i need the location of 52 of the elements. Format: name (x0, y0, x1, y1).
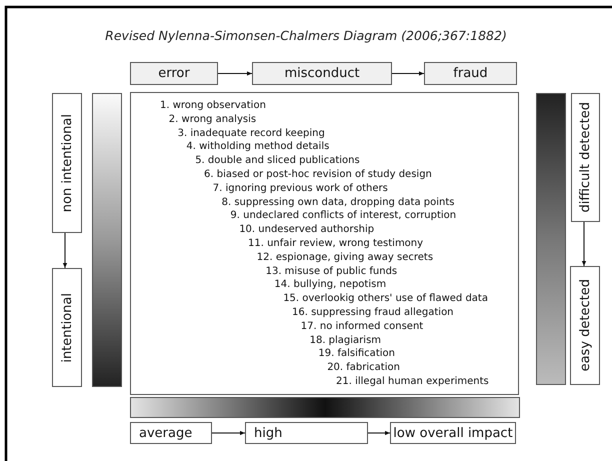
list-item: 11. unfair review, wrong testimony (248, 238, 424, 250)
vertical-label-box (52, 268, 82, 387)
list-box (130, 92, 519, 395)
list-item: 15. overlookig others' use of flawed data (283, 293, 488, 306)
list-item: 10. undeserved authorship (239, 224, 374, 236)
label-box (130, 62, 218, 85)
list-item: 4. witholding method details (186, 141, 330, 154)
arrow (392, 71, 424, 76)
gradient-bar (92, 93, 122, 387)
list-item: 20. fabrication (327, 362, 400, 374)
box-label: high (254, 426, 282, 440)
arrow (582, 222, 586, 266)
list-item: 12. espionage, giving away secrets (256, 252, 434, 264)
box-label: low overall impact (393, 426, 513, 440)
label-box (390, 422, 516, 444)
arrow (212, 430, 246, 436)
list-item: 16. suppressing fraud allegation (292, 307, 454, 319)
box-label: non intentional (60, 114, 74, 212)
list-item: 13. misuse of public funds (266, 266, 398, 278)
arrow (62, 232, 68, 268)
gradient-bar (536, 93, 566, 385)
box-label: easy detected (578, 279, 592, 372)
label-box (130, 422, 212, 444)
gradient-bar (130, 397, 520, 418)
box-label: error (158, 66, 190, 81)
list-item: 17. no informed consent (300, 320, 424, 333)
vertical-label-box (52, 93, 82, 233)
list-item: 18. plagiarism (310, 334, 382, 347)
vertical-label-box (571, 93, 600, 222)
list-item: 9. undeclared conflicts of interest, corruption (230, 210, 456, 222)
vertical-label-box (570, 266, 600, 385)
diagram-title: Revised Nylenna-Simonsen-Chalmers Diagram (2006;367:1882) (104, 28, 508, 43)
list-item: 5. double and sliced publications (195, 155, 360, 168)
list-item: 1. wrong observation (160, 100, 266, 112)
list-item: 14. bullying, nepotism (274, 279, 386, 292)
list-item: 21. illegal human experiments (336, 376, 489, 388)
list-item: 19. falsification (318, 348, 395, 360)
box-label: intentional (60, 292, 74, 362)
arrow (218, 71, 252, 76)
list-item: 7. ignoring previous work of others (212, 182, 388, 195)
list-item: 6. biased or post-hoc revision of study design (204, 169, 432, 181)
list-item: 3. inadequate record keeping (178, 128, 325, 140)
box-label: average (139, 426, 192, 440)
box-label: fraud (453, 66, 488, 81)
label-box (424, 62, 517, 85)
label-box (245, 422, 368, 444)
box-label: difficult detected (578, 102, 593, 213)
list-item: 2. wrong analysis (168, 114, 256, 126)
box-label: misconduct (284, 66, 360, 81)
list-item: 8. suppressing own data, dropping data points (222, 196, 454, 209)
label-box (252, 62, 392, 85)
arrow (368, 430, 390, 436)
